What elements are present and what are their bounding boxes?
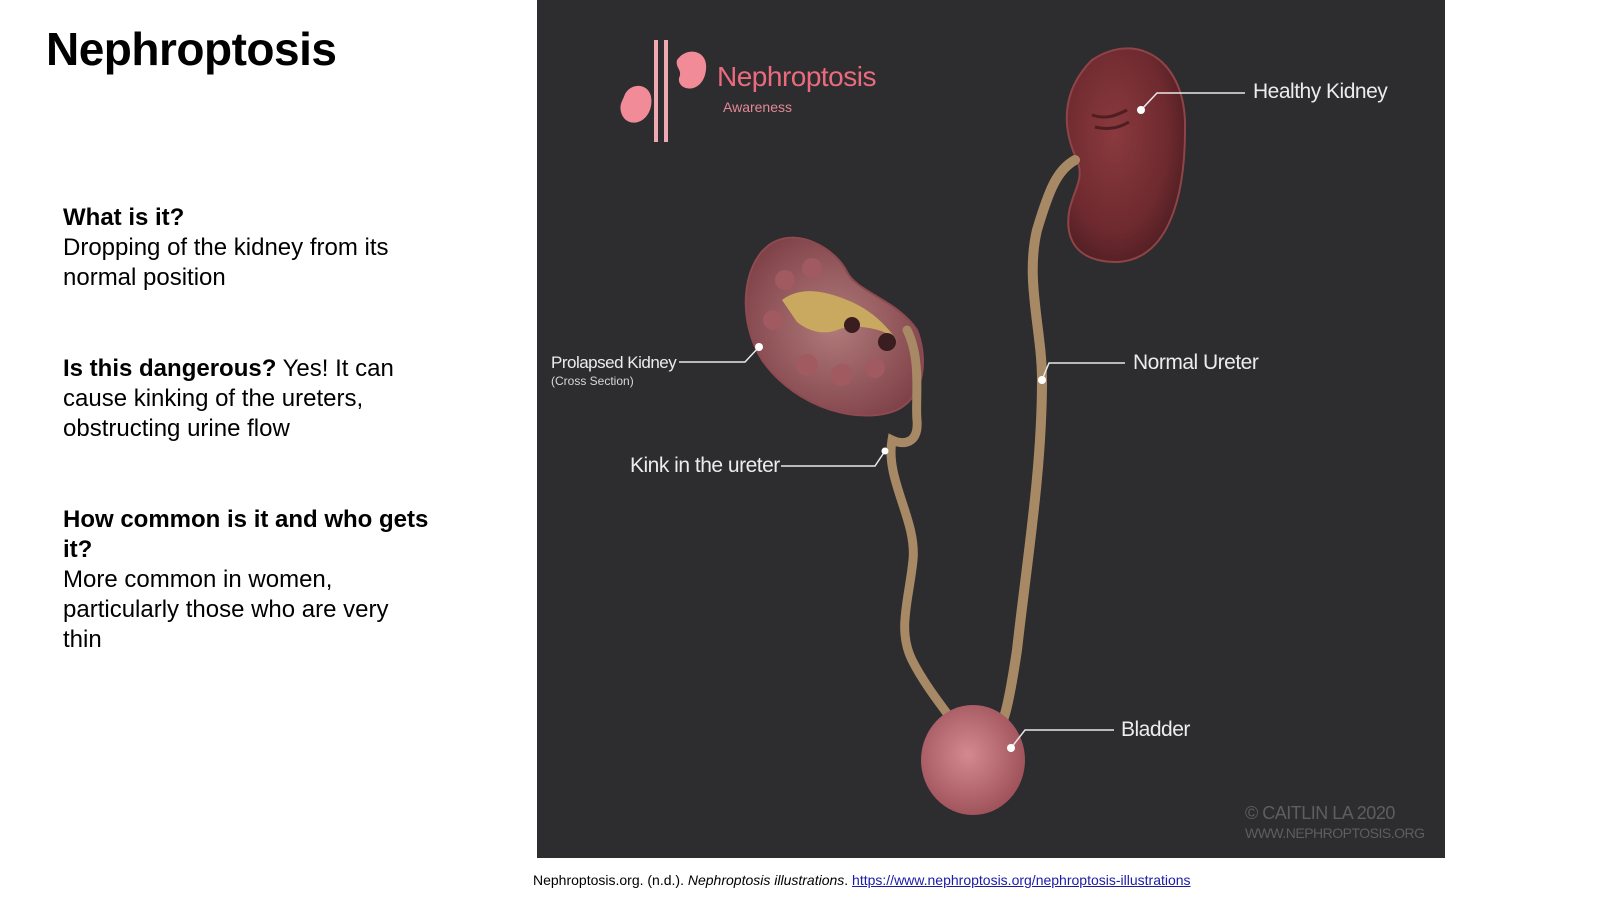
answer-text: More common in women, particularly those… bbox=[63, 566, 389, 653]
section-how-common: How common is it and who gets it? More c… bbox=[63, 505, 433, 655]
slide-title: Nephroptosis bbox=[46, 23, 337, 75]
logo-mark-icon bbox=[620, 40, 707, 142]
label-bladder: Bladder bbox=[1121, 718, 1190, 741]
citation-link[interactable]: https://www.nephroptosis.org/nephroptosi… bbox=[852, 872, 1191, 888]
answer-text: Dropping of the kidney from its normal p… bbox=[63, 234, 389, 291]
question-heading: What is it? bbox=[63, 204, 185, 231]
answer-text: Yes! It can cause kinking of the ureters… bbox=[63, 355, 394, 442]
normal-ureter-shape bbox=[998, 155, 1080, 725]
copyright-url: WWW.NEPHROPTOSIS.ORG bbox=[1245, 825, 1425, 841]
citation-separator: . bbox=[844, 872, 853, 888]
question-heading: Is this dangerous? bbox=[63, 355, 277, 382]
section-is-it-dangerous: Is this dangerous? Yes! It can cause kin… bbox=[63, 354, 433, 444]
healthy-kidney-shape bbox=[1065, 47, 1187, 264]
nephroptosis-illustration: Nephroptosis Awareness Healthy Kidney Pr… bbox=[537, 0, 1445, 858]
citation-title: Nephroptosis illustrations bbox=[687, 872, 845, 888]
question-heading: How common is it and who gets it? bbox=[63, 506, 429, 563]
label-kink: Kink in the ureter bbox=[630, 454, 780, 477]
label-healthy-kidney: Healthy Kidney bbox=[1253, 80, 1388, 103]
bladder-shape bbox=[921, 705, 1025, 815]
image-citation: Nephroptosis.org. (n.d.). Nephroptosis i… bbox=[533, 872, 1191, 888]
kinked-ureter-shape bbox=[886, 325, 954, 721]
logo-subtitle: Awareness bbox=[723, 99, 793, 115]
anatomy-drawing bbox=[620, 40, 1245, 815]
section-what-is-it: What is it? Dropping of the kidney from … bbox=[63, 203, 433, 293]
label-normal-ureter: Normal Ureter bbox=[1133, 351, 1259, 374]
label-cross-section: (Cross Section) bbox=[551, 374, 634, 388]
copyright-text: © CAITLIN LA 2020 bbox=[1245, 803, 1395, 823]
prolapsed-kidney-shape bbox=[744, 236, 924, 417]
citation-author: Nephroptosis.org. (n.d.). bbox=[533, 872, 688, 888]
logo-title: Nephroptosis bbox=[717, 61, 876, 92]
label-prolapsed-kidney: Prolapsed Kidney bbox=[551, 353, 677, 372]
